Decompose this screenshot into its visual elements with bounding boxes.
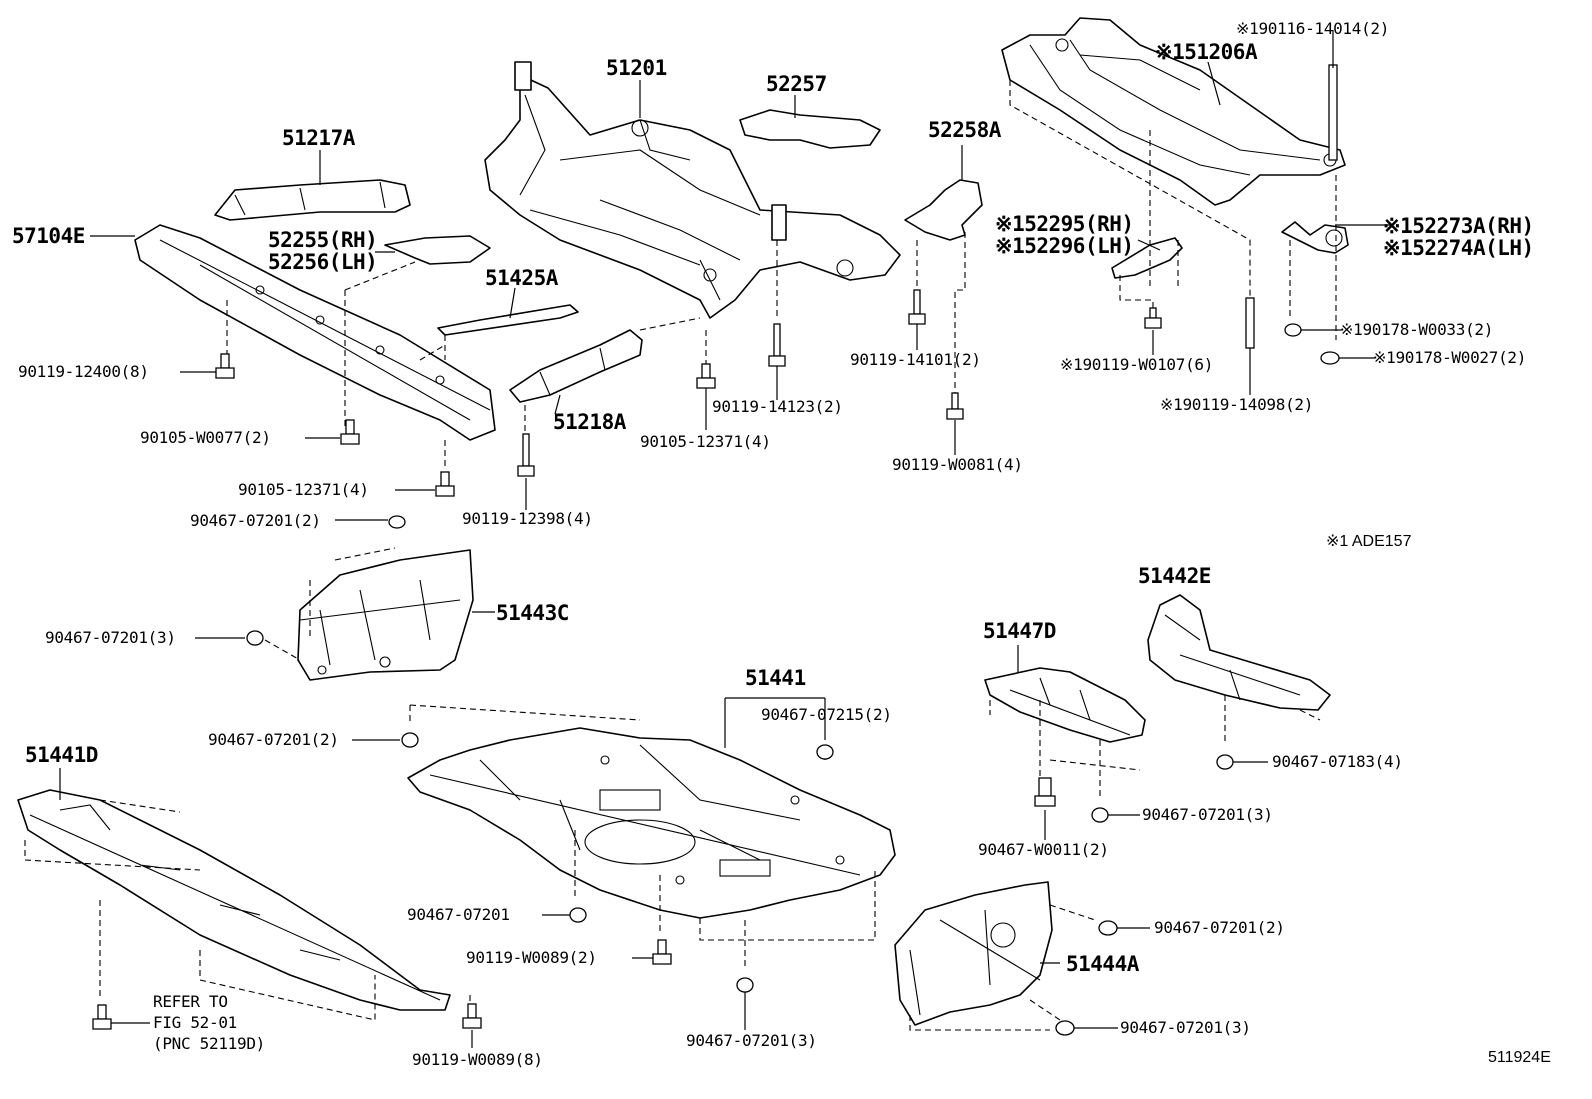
leader-lines (59, 30, 1390, 1048)
note-ade157: ※1 ADE157 (1326, 533, 1412, 550)
label-151206A: ※151206A (1155, 40, 1258, 64)
label-51441: 51441 (745, 666, 806, 690)
label-90467-07201-3-d: 90467-07201(3) (686, 1031, 817, 1050)
label-51441D: 51441D (25, 743, 98, 767)
crossmember-151206A (1001, 17, 1346, 206)
label-190119-W0107: ※190119-W0107(6) (1060, 355, 1214, 374)
label-51447D: 51447D (983, 619, 1056, 643)
label-90467-07183: 90467-07183(4) (1272, 752, 1403, 771)
label-90119-W0081: 90119-W0081(4) (892, 455, 1023, 474)
label-90467-W0011: 90467-W0011(2) (978, 840, 1109, 859)
cover-51441D (17, 789, 451, 1011)
label-152274A-lh: ※152274A(LH) (1383, 236, 1534, 260)
cover-51447D (984, 667, 1146, 743)
label-90105-W0077: 90105-W0077(2) (140, 428, 271, 447)
label-52258A: 52258A (928, 118, 1001, 142)
bracket-52255 (384, 235, 491, 265)
label-152296-lh: ※152296(LH) (995, 234, 1134, 258)
label-pnc-52119D: (PNC 52119D) (153, 1034, 265, 1053)
reinforcement-51218A (509, 329, 643, 403)
label-90467-07201-3-a: 90467-07201(3) (45, 628, 176, 647)
cover-51444A (894, 881, 1053, 1026)
label-52257: 52257 (766, 72, 827, 96)
label-90467-07201-3-c: 90467-07201(3) (1120, 1018, 1251, 1037)
label-90119-12400: 90119-12400(8) (18, 362, 149, 381)
label-51217A: 51217A (282, 126, 355, 150)
label-51218A: 51218A (553, 410, 626, 434)
cover-51443C (297, 549, 474, 681)
bracket-152273A (1281, 221, 1349, 254)
label-90467-07201-2-c: 90467-07201(2) (1154, 918, 1285, 937)
label-190178-W0033: ※190178-W0033(2) (1340, 320, 1494, 339)
label-190119-14098: ※190119-14098(2) (1160, 395, 1314, 414)
label-90119-W0089-8: 90119-W0089(8) (412, 1050, 543, 1069)
label-90105-12371-a: 90105-12371(4) (238, 480, 369, 499)
label-90467-07201-2-b: 90467-07201(2) (208, 730, 339, 749)
figure-id: 511924E (1488, 1049, 1551, 1066)
label-90467-07201: 90467-07201 (407, 905, 510, 924)
crossmember-51201 (484, 61, 901, 319)
bolt-190119-14098 (1245, 297, 1255, 349)
label-152273A-rh: ※152273A(RH) (1383, 214, 1534, 238)
label-52255-rh: 52255(RH) (268, 228, 378, 252)
label-52256-lh: 52256(LH) (268, 250, 378, 274)
bracket-52257 (739, 109, 881, 149)
label-152295-rh: ※152295(RH) (995, 212, 1134, 236)
label-90119-W0089-2: 90119-W0089(2) (466, 948, 597, 967)
plate-51425A (437, 304, 579, 336)
label-90119-12398: 90119-12398(4) (462, 509, 593, 528)
label-90467-07201-3-b: 90467-07201(3) (1142, 805, 1273, 824)
cover-51441 (407, 727, 896, 919)
label-190116-14014: ※190116-14014(2) (1236, 19, 1390, 38)
fasteners (92, 289, 1340, 1036)
label-90105-12371-b: 90105-12371(4) (640, 432, 771, 451)
label-190178-W0027: ※190178-W0027(2) (1373, 348, 1527, 367)
label-90119-14123: 90119-14123(2) (712, 397, 843, 416)
label-90467-07201-2-a: 90467-07201(2) (190, 511, 321, 530)
label-51425A: 51425A (485, 266, 558, 290)
label-51442E: 51442E (1138, 564, 1211, 588)
label-refer-to: REFER TO (153, 992, 228, 1011)
label-51443C: 51443C (496, 601, 569, 625)
dashed-assembly-lines (24, 80, 1337, 1031)
beam-57104E (134, 224, 496, 441)
bracket-152295 (1111, 237, 1183, 279)
cover-51442E (1147, 594, 1331, 711)
reinforcement-51217A (214, 179, 411, 221)
label-51201: 51201 (606, 56, 667, 80)
label-fig-52-01: FIG 52-01 (153, 1013, 237, 1032)
label-57104E: 57104E (12, 224, 85, 248)
bracket-52258A (904, 179, 983, 241)
label-90467-07215: 90467-07215(2) (761, 705, 892, 724)
label-51444A: 51444A (1066, 952, 1139, 976)
label-90119-14101: 90119-14101(2) (850, 350, 981, 369)
stud-190116 (1328, 64, 1338, 161)
